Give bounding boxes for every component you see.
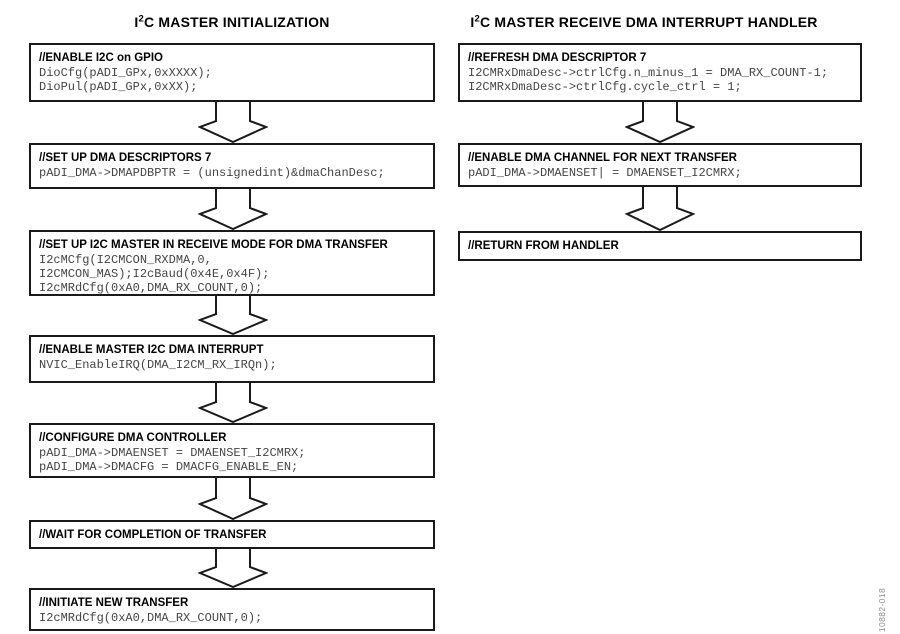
box-heading: //SET UP I2C MASTER IN RECEIVE MODE FOR … [39,239,388,251]
down-arrow-icon [198,296,268,335]
box-heading: //ENABLE DMA CHANNEL FOR NEXT TRANSFER [468,152,737,164]
code-line: I2CMCON_MAS);I2cBaud(0x4E,0x4F); [39,267,270,281]
code-line: NVIC_EnableIRQ(DMA_I2CM_RX_IRQn); [39,358,277,372]
figure-number: 10882-018 [877,587,887,633]
title-text: I [470,14,475,30]
down-arrow-icon [625,187,695,231]
box-heading: //WAIT FOR COMPLETION OF TRANSFER [39,529,267,541]
flow-box: //REFRESH DMA DESCRIPTOR 7 I2CMRxDmaDesc-… [458,43,862,102]
code-line: I2CMRxDmaDesc->ctrlCfg.n_minus_1 = DMA_R… [468,66,829,80]
down-arrow-icon [625,102,695,143]
code-line: pADI_DMA->DMAENSET = DMAENSET_I2CMRX; [39,446,306,460]
down-arrow-icon [198,549,268,588]
flow-box: //CONFIGURE DMA CONTROLLER pADI_DMA->DMAE… [29,423,435,478]
box-heading: //SET UP DMA DESCRIPTORS 7 [39,152,212,164]
flow-box: //INITIATE NEW TRANSFER I2cMRdCfg(0xA0,DM… [29,588,435,631]
left-column-title: I2C MASTER INITIALIZATION [29,14,435,31]
code-line: I2cMRdCfg(0xA0,DMA_RX_COUNT,0); [39,611,263,625]
code-line: I2cMRdCfg(0xA0,DMA_RX_COUNT,0); [39,281,263,295]
flow-box: //ENABLE I2C on GPIO DioCfg(pADI_GPx,0xXX… [29,43,435,102]
flow-box: //SET UP DMA DESCRIPTORS 7 pADI_DMA->DMAP… [29,143,435,189]
title-superscript: 2 [138,13,144,25]
title-text: I [134,14,139,30]
code-line: I2cMCfg(I2CMCON_RXDMA,0, [39,253,212,267]
down-arrow-icon [198,478,268,520]
title-superscript: 2 [474,13,480,25]
box-heading: //REFRESH DMA DESCRIPTOR 7 [468,52,647,64]
code-line: DioPul(pADI_GPx,0xXX); [39,80,198,94]
right-column-title: I2C MASTER RECEIVE DMA INTERRUPT HANDLER [442,14,846,31]
code-line: pADI_DMA->DMACFG = DMACFG_ENABLE_EN; [39,460,299,474]
code-line: pADI_DMA->DMAPDBPTR = (unsignedint)&dmaC… [39,166,385,180]
box-heading: //INITIATE NEW TRANSFER [39,597,189,609]
down-arrow-icon [198,383,268,423]
code-line: pADI_DMA->DMAENSET| = DMAENSET_I2CMRX; [468,166,742,180]
down-arrow-icon [198,102,268,143]
flow-box: //RETURN FROM HANDLER [458,231,862,261]
flow-box: //WAIT FOR COMPLETION OF TRANSFER [29,520,435,549]
title-text: C MASTER INITIALIZATION [144,14,330,30]
flow-box: //SET UP I2C MASTER IN RECEIVE MODE FOR … [29,230,435,296]
box-heading: //ENABLE I2C on GPIO [39,52,163,64]
code-line: I2CMRxDmaDesc->ctrlCfg.cycle_ctrl = 1; [468,80,742,94]
code-line: DioCfg(pADI_GPx,0xXXXX); [39,66,212,80]
box-heading: //CONFIGURE DMA CONTROLLER [39,432,227,444]
down-arrow-icon [198,189,268,230]
flow-box: //ENABLE DMA CHANNEL FOR NEXT TRANSFER pA… [458,143,862,187]
title-text: C MASTER RECEIVE DMA INTERRUPT HANDLER [479,14,818,30]
box-heading: //RETURN FROM HANDLER [468,240,619,252]
flow-box: //ENABLE MASTER I2C DMA INTERRUPT NVIC_En… [29,335,435,383]
box-heading: //ENABLE MASTER I2C DMA INTERRUPT [39,344,264,356]
